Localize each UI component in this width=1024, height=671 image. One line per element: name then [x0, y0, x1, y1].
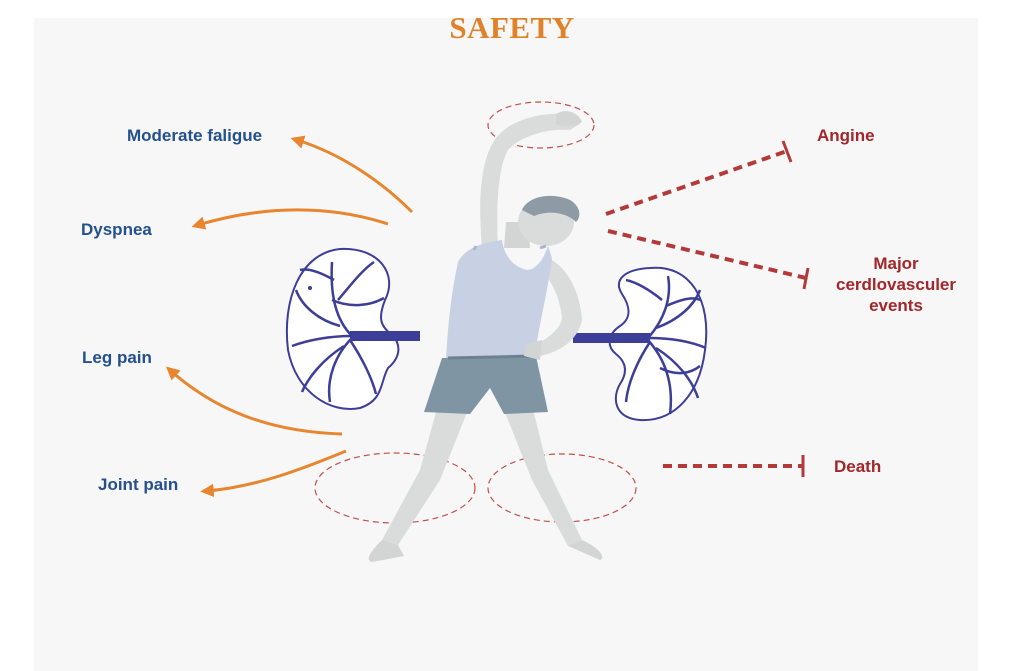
label-moderate-fatigue: Moderate faligue — [127, 126, 263, 145]
label-leg-pain: Leg pain — [82, 348, 152, 367]
line-angine-bar — [781, 140, 793, 163]
hand-highlight-ellipse — [487, 101, 595, 149]
left-kidney-icon — [285, 247, 420, 410]
arrow-leg-pain — [165, 366, 343, 436]
arrow-fatigue — [290, 135, 414, 214]
left-foot-ellipse — [314, 452, 476, 524]
arrow-dyspnea — [191, 208, 389, 230]
person-figure — [368, 111, 603, 562]
label-major-cardiovascular-events: Major cerdlovasculer events — [835, 254, 956, 315]
label-angine: Angine — [817, 126, 875, 145]
right-foot-ellipse — [487, 453, 637, 523]
page-title: SAFETY — [449, 10, 575, 45]
label-joint-pain: Joint pain — [98, 475, 179, 494]
label-dyspnea: Dyspnea — [81, 220, 152, 239]
label-death: Death — [834, 457, 882, 476]
arrow-joint-pain — [200, 449, 347, 498]
line-angine — [605, 149, 788, 216]
line-mace — [607, 229, 807, 280]
right-kidney-icon — [573, 266, 708, 422]
line-mace-bar — [802, 267, 810, 290]
